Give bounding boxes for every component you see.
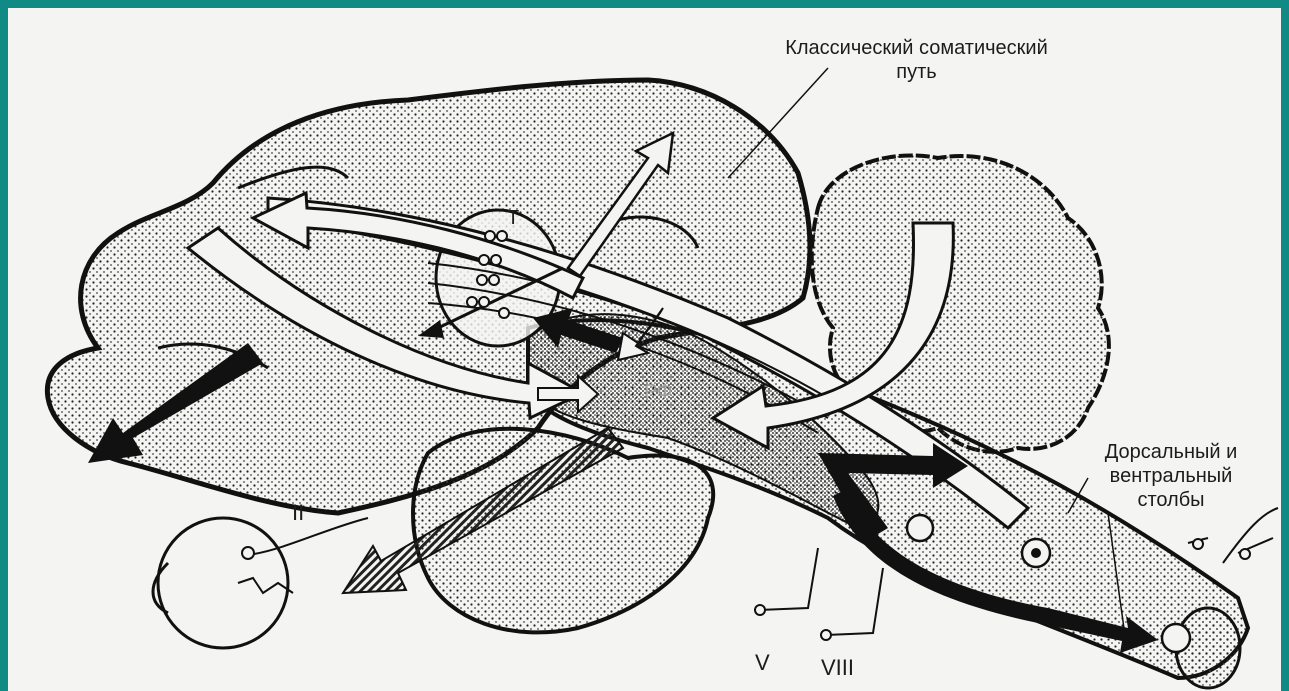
classic-pathway-label-line1: Классический соматический (744, 36, 1089, 60)
columns-label-line2: вентральный (1076, 464, 1266, 488)
columns-label: Дорсальный и вентральный столбы (1076, 440, 1266, 512)
thalamus-label: Т (507, 206, 519, 230)
brainstem-neuron-core (1031, 548, 1041, 558)
optic-nerve-label: II (292, 501, 304, 525)
brain-pathways-diagram: Классический соматический путь Т РФ Дорс… (8, 8, 1281, 691)
diagram-canvas (8, 8, 1281, 691)
vestibulocochlear-nerve-label: VIII (821, 656, 854, 680)
classic-pathway-label: Классический соматический путь (744, 36, 1089, 84)
columns-label-line3: столбы (1076, 488, 1266, 512)
brainstem-neuron (907, 515, 933, 541)
spinal-neuron (1162, 624, 1190, 652)
eye (153, 518, 368, 648)
classic-pathway-label-line2: путь (744, 60, 1089, 84)
trigeminal-nerve-label: V (755, 651, 770, 675)
reticular-formation-label: РФ (644, 380, 672, 404)
columns-label-line1: Дорсальный и (1076, 440, 1266, 464)
